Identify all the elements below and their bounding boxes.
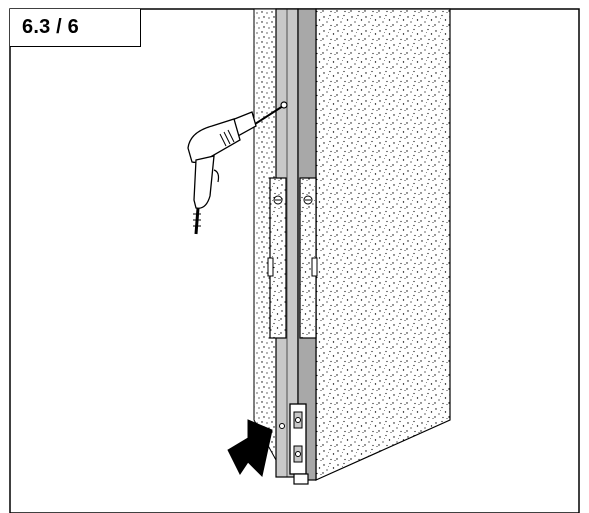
push-arrow-icon: [227, 419, 273, 478]
left-bracket: [267, 177, 287, 339]
step-label: 6.3 / 6: [22, 16, 79, 38]
hinge-icon: [279, 403, 309, 485]
drill-icon: [187, 111, 257, 235]
right-bracket: [299, 177, 318, 339]
step-indicator: 6.3 / 6: [10, 9, 141, 47]
screw-icon: [251, 101, 288, 127]
cabinet-side-panel: [315, 8, 451, 481]
